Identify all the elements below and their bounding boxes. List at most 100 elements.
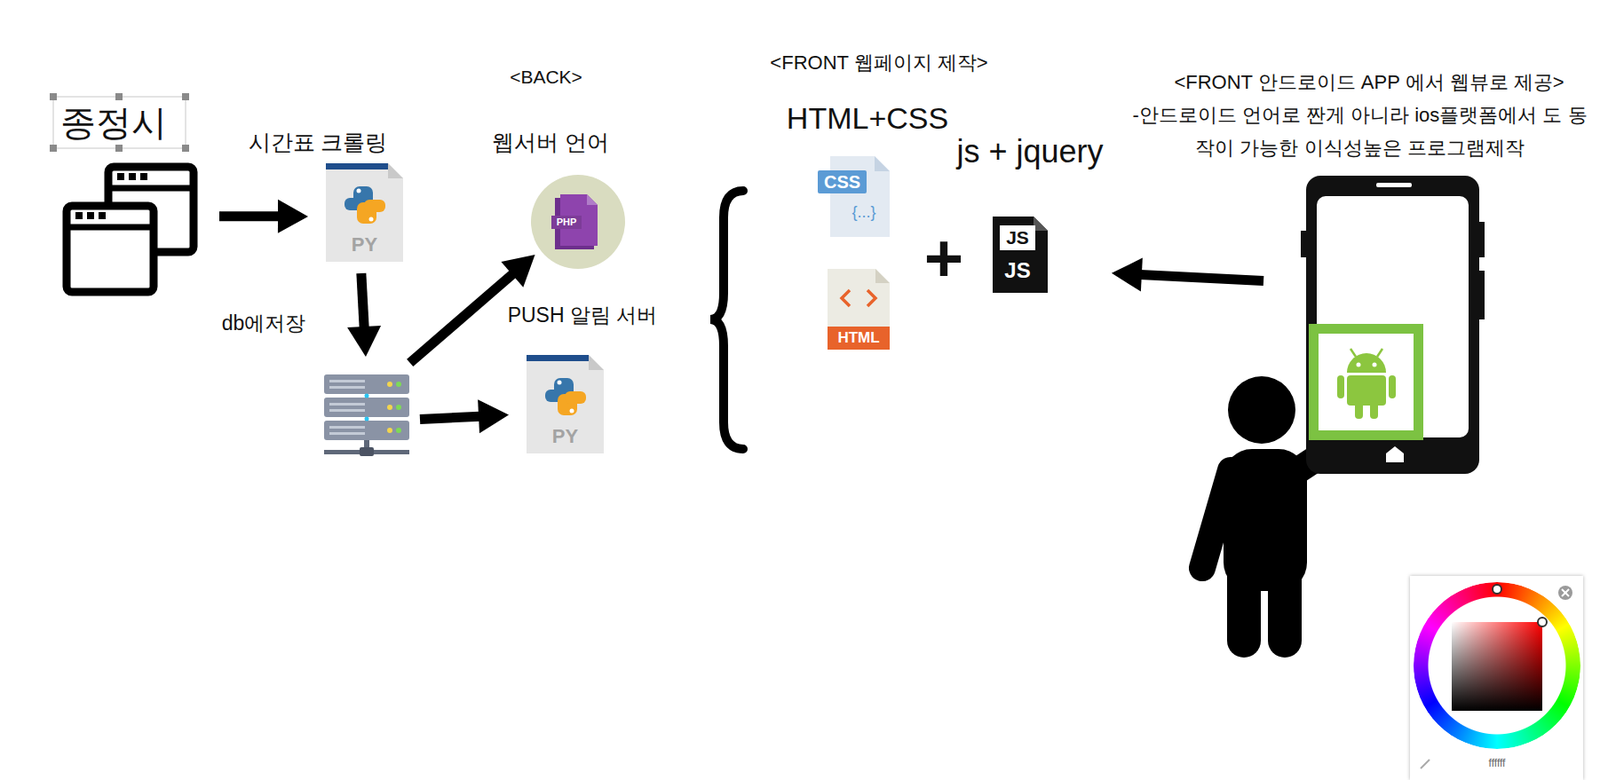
text-selection-frame — [49, 93, 57, 101]
arrow-head — [1111, 258, 1143, 293]
person-figure — [1202, 470, 1231, 569]
smartphone-graphic — [1300, 175, 1485, 475]
color-picker-controls — [1558, 586, 1573, 601]
css-file-graphic — [830, 156, 890, 238]
python-file-graphic — [526, 355, 604, 454]
smartphone-graphic — [1316, 196, 1469, 438]
server-graphic — [329, 409, 365, 412]
browser-window-graphic — [87, 212, 95, 220]
node-heading: 시간표 크롤링 — [237, 128, 398, 157]
server-graphic — [359, 447, 374, 457]
arrow-shaft — [1135, 274, 1264, 281]
js-file-graphic — [1033, 216, 1048, 231]
text-selection-frame — [115, 93, 123, 101]
flow-arrow — [219, 199, 309, 234]
file-type-text: JS — [998, 257, 1038, 285]
flow-arrow — [1111, 258, 1264, 293]
server-graphic — [329, 380, 365, 383]
flow-arrow — [419, 399, 509, 434]
node-heading: HTML+CSS — [778, 99, 957, 138]
browser-window-graphic — [66, 205, 154, 293]
php-graphic — [530, 174, 626, 270]
php-graphic — [586, 194, 598, 206]
html-file-graphic — [827, 269, 890, 350]
flow-arrow — [347, 273, 381, 357]
browser-window-graphic — [75, 212, 83, 220]
file-type-text: PY — [325, 232, 404, 258]
server-graphic — [396, 404, 402, 411]
arrow-shaft — [410, 270, 517, 364]
android-logo — [1318, 333, 1414, 431]
server-graphic — [364, 417, 370, 422]
js-file-graphic — [992, 216, 1048, 294]
brace — [710, 190, 744, 450]
html-file-graphic — [867, 290, 876, 307]
server-graphic — [396, 427, 402, 434]
node-title: 종정시 — [53, 96, 186, 149]
color-picker-controls — [1561, 589, 1569, 597]
js-file-graphic — [992, 216, 1048, 294]
text-selection-frame — [49, 93, 190, 152]
arrow-head — [347, 325, 381, 357]
node-heading: <FRONT 안드로이드 APP 에서 웹뷰로 제공> — [1156, 70, 1583, 96]
css-file-icon: HTML+CSSCSS{...} — [817, 156, 890, 238]
server-graphic — [324, 374, 410, 457]
android-logo — [1370, 401, 1379, 420]
section-label: <BACK> — [492, 65, 600, 89]
server-graphic — [329, 386, 365, 389]
brace — [710, 190, 744, 450]
section-label: <FRONT 웹페이지 제작> — [745, 50, 1013, 76]
server-graphic — [329, 432, 365, 436]
person-figure — [1227, 559, 1261, 658]
server-graphic — [387, 427, 393, 434]
browser-window-graphic — [140, 173, 148, 181]
node-heading: js + jquery — [932, 131, 1128, 172]
css-file-graphic — [817, 156, 890, 238]
php-graphic — [551, 215, 582, 230]
android-logo — [1350, 348, 1356, 357]
smartphone-graphic — [1386, 446, 1404, 463]
server-graphic — [324, 374, 410, 395]
server-graphic — [329, 426, 365, 429]
arrow-head — [277, 199, 309, 234]
color-hex-value: ffffff — [1461, 757, 1533, 771]
js-file-graphic — [999, 225, 1036, 251]
person-figure — [1267, 559, 1302, 658]
browser-window-graphic — [66, 224, 154, 231]
android-logo — [1308, 324, 1424, 441]
color-picker-controls — [1420, 585, 1573, 769]
text-selection-frame — [115, 144, 123, 152]
android-logo — [1346, 353, 1387, 373]
android-logo — [1308, 324, 1424, 441]
js-file-icon: js + jqueryJSJS — [992, 216, 1048, 294]
node-heading: db에저장 — [210, 310, 317, 337]
browser-window-graphic — [108, 185, 194, 192]
node-heading: PUSH 알림 서버 — [493, 302, 672, 329]
html-file-graphic — [875, 269, 890, 284]
file-type-text: HTML — [827, 326, 890, 350]
server-graphic — [324, 420, 410, 441]
server-graphic — [324, 397, 410, 418]
android-logo — [1356, 363, 1362, 368]
arrow-shaft — [361, 273, 365, 333]
color-picker-controls — [1537, 617, 1547, 627]
arrow-head — [500, 254, 535, 288]
python-file-graphic — [325, 163, 404, 262]
smartphone-icon: <FRONT 안드로이드 APP 에서 웹뷰로 제공>-안드로이드 언어로 짠게… — [1306, 175, 1480, 475]
server-graphic — [396, 381, 402, 388]
browser-window-graphic — [128, 173, 136, 181]
css-file-graphic — [817, 170, 867, 194]
node-description: -안드로이드 언어로 짠게 아니라 ios플랫폼에서 도 동작이 가능한 이식성… — [1125, 99, 1594, 165]
code-braces-text: {...} — [842, 200, 886, 224]
file-type-text: CSS — [817, 170, 867, 194]
browser-windows-icon: 종정시 — [63, 163, 198, 296]
android-logo — [1372, 363, 1378, 368]
person-figure — [1227, 376, 1296, 444]
file-type-text: PY — [526, 424, 604, 450]
file-type-text: JS — [999, 225, 1036, 251]
file-type-text: PHP — [551, 215, 582, 230]
node-heading: 웹서버 언어 — [479, 128, 622, 157]
php-circle-icon: 웹서버 언어PHP — [530, 174, 626, 270]
smartphone-graphic — [1306, 175, 1480, 475]
color-picker-controls — [1420, 760, 1430, 769]
